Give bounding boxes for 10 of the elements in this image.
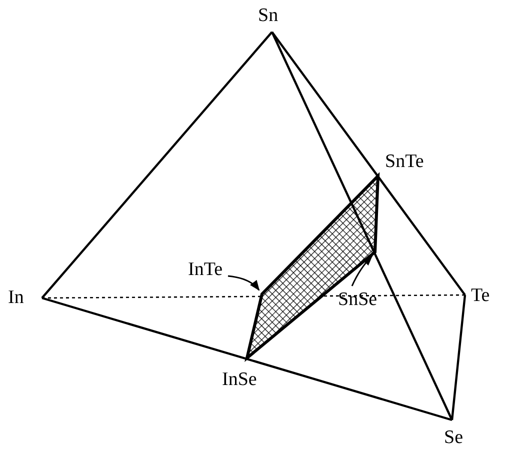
vertex-label: InSe — [222, 370, 257, 389]
leader-line — [228, 275, 260, 291]
vertex-label: In — [8, 288, 24, 307]
vertex-label: SnSe — [338, 290, 378, 309]
vertex-label: Sn — [258, 6, 278, 25]
vertex-label: Te — [471, 286, 490, 305]
leader-line — [351, 255, 373, 286]
vertex-label: Se — [444, 428, 463, 447]
vertex-label: SnTe — [385, 152, 424, 171]
vertex-label: InTe — [188, 260, 223, 279]
